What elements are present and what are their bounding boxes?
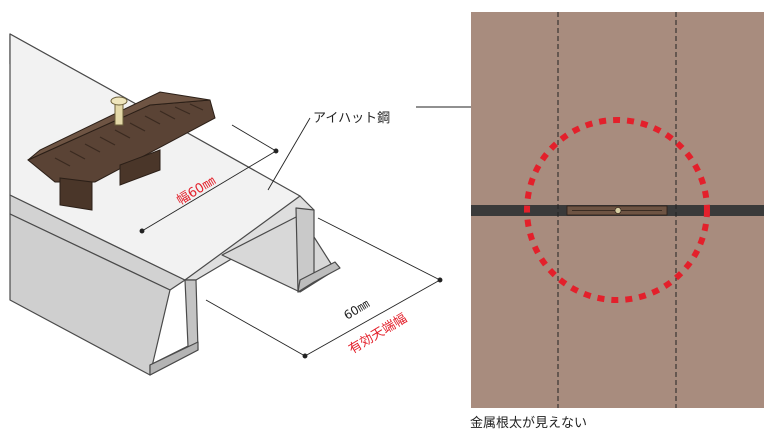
clip-ridges (54, 103, 204, 167)
member-label: アイハット鋼 (313, 111, 390, 126)
deck-board-lower (471, 216, 764, 408)
dimension-lines (139, 117, 443, 359)
clip-leg (59, 177, 93, 211)
deck-top-view (471, 12, 764, 408)
right-view-caption: 金属根太が見えない (470, 416, 588, 431)
effective-dimension: 60㎜ (341, 297, 372, 323)
screw-shank (114, 102, 124, 126)
deck-clip (27, 91, 216, 211)
gap-screw (614, 207, 622, 214)
clip-leg-2 (119, 149, 161, 186)
deck-board-upper (471, 12, 764, 205)
bottom-flange (149, 341, 199, 376)
highlight-circle (524, 117, 710, 303)
right-foot (297, 261, 341, 293)
clip-top (27, 91, 211, 161)
screw-head (110, 96, 128, 106)
